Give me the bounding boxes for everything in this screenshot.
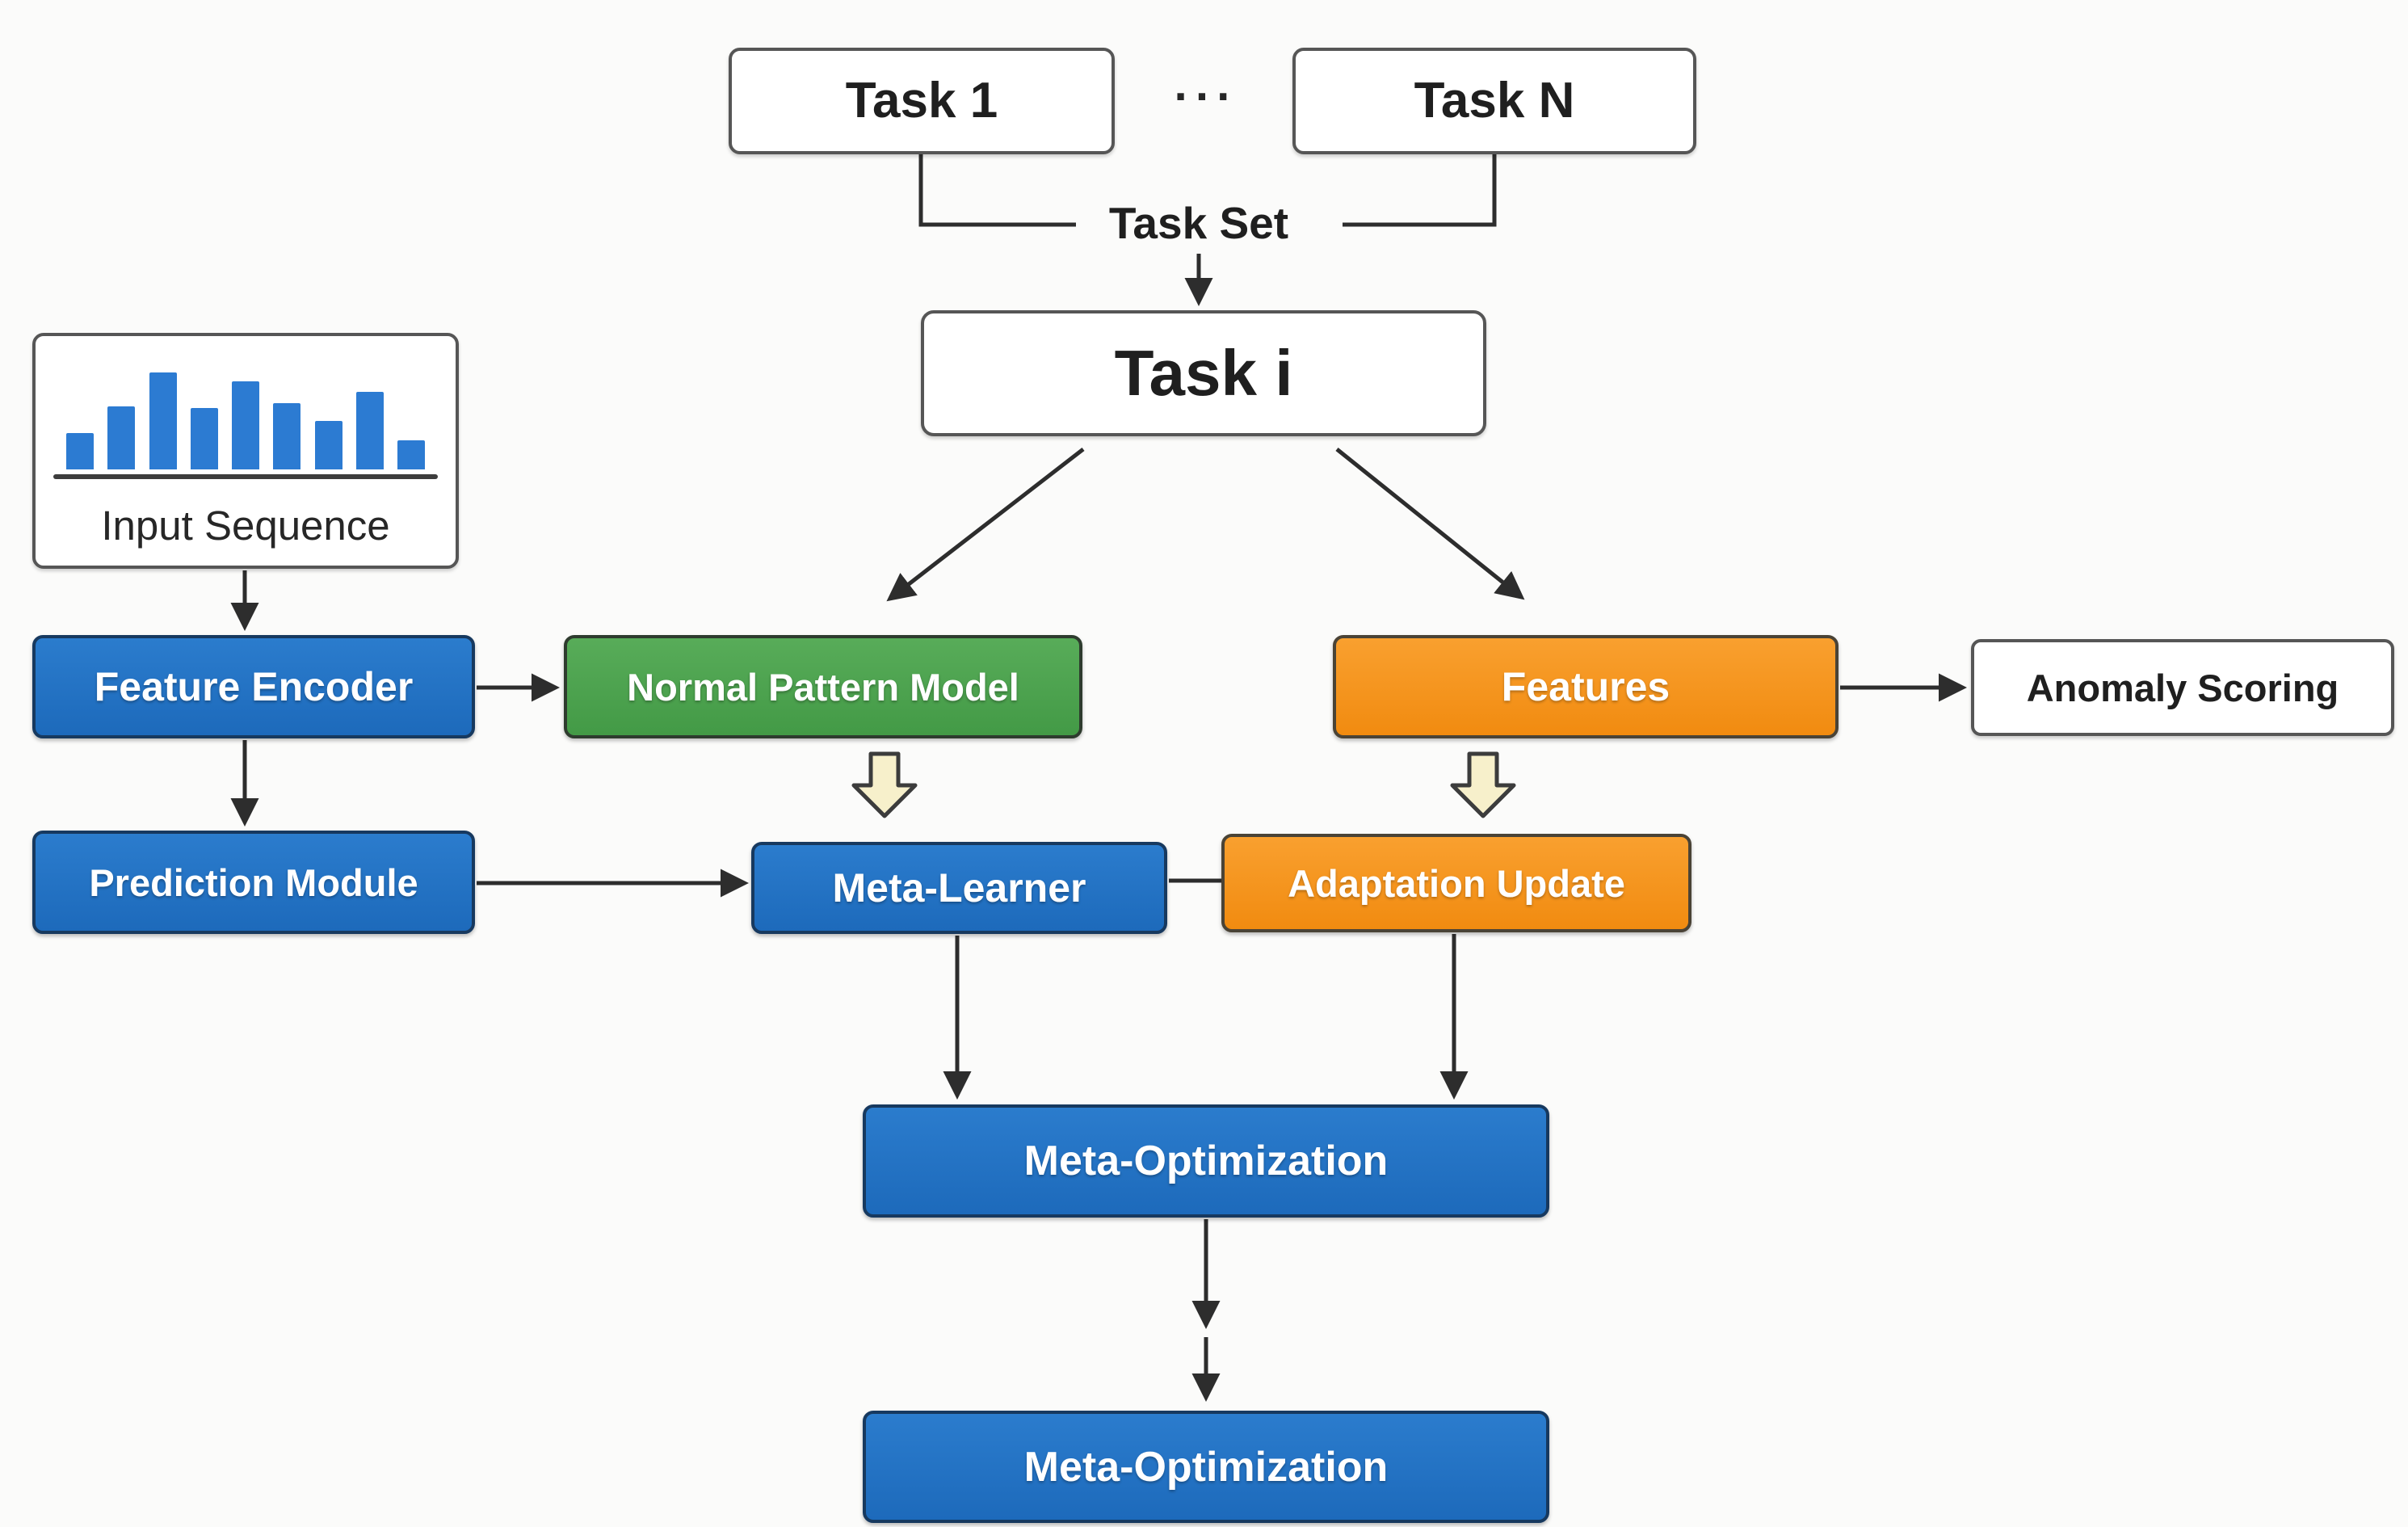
- connector-taskn-to-taskset: [1343, 154, 1497, 227]
- node-meta-optimization-bottom: Meta-Optimization: [863, 1411, 1549, 1523]
- node-task-n-label: Task N: [1414, 73, 1575, 128]
- node-feature-encoder-label: Feature Encoder: [94, 664, 414, 709]
- node-features: Features: [1333, 635, 1839, 738]
- node-meta-learner-label: Meta-Learner: [832, 865, 1086, 911]
- node-anomaly-scoring-label: Anomaly Scoring: [2026, 666, 2339, 709]
- node-task-n: Task N: [1292, 48, 1696, 154]
- node-adaptation-update: Adaptation Update: [1221, 834, 1691, 932]
- node-meta-optimization-bottom-label: Meta-Optimization: [1023, 1443, 1389, 1491]
- bar: [232, 381, 259, 469]
- bar: [273, 403, 301, 469]
- bar: [355, 392, 384, 469]
- node-adaptation-update-label: Adaptation Update: [1288, 861, 1625, 905]
- block-arrow-down-icon: [851, 751, 918, 818]
- node-meta-optimization-top: Meta-Optimization: [863, 1104, 1549, 1218]
- bar: [314, 421, 342, 469]
- node-meta-learner: Meta-Learner: [751, 842, 1167, 934]
- arrow-taski-to-normal-pattern: [886, 448, 1085, 602]
- bar: [397, 440, 425, 469]
- bar: [190, 408, 218, 469]
- arrow-taski-to-features: [1335, 448, 1525, 600]
- node-task-i: Task i: [921, 310, 1486, 436]
- ellipsis-dots-icon: ···: [1154, 68, 1259, 126]
- task-set-label: Task Set: [1108, 197, 1289, 248]
- bar: [107, 406, 136, 469]
- node-input-sequence-label: Input Sequence: [101, 503, 390, 549]
- bar: [66, 433, 94, 469]
- node-input-sequence: Input Sequence: [32, 333, 459, 569]
- node-features-label: Features: [1501, 664, 1670, 709]
- bar: [149, 372, 177, 469]
- block-arrow-down-icon: [1450, 751, 1516, 818]
- node-prediction-module: Prediction Module: [32, 831, 475, 934]
- bar-chart-icon: [66, 363, 425, 469]
- connector-task1-to-taskset: [918, 154, 1076, 227]
- node-task-1: Task 1: [729, 48, 1115, 154]
- node-meta-optimization-top-label: Meta-Optimization: [1023, 1138, 1389, 1184]
- node-feature-encoder: Feature Encoder: [32, 635, 475, 738]
- node-prediction-module-label: Prediction Module: [89, 860, 418, 904]
- node-task-1-label: Task 1: [845, 73, 998, 128]
- node-anomaly-scoring: Anomaly Scoring: [1971, 639, 2394, 736]
- node-normal-pattern-model-label: Normal Pattern Model: [627, 665, 1019, 709]
- node-normal-pattern-model: Normal Pattern Model: [564, 635, 1082, 738]
- ellipsis-label: ···: [1174, 70, 1238, 123]
- bar-chart-baseline: [53, 474, 438, 479]
- node-task-i-label: Task i: [1114, 337, 1293, 409]
